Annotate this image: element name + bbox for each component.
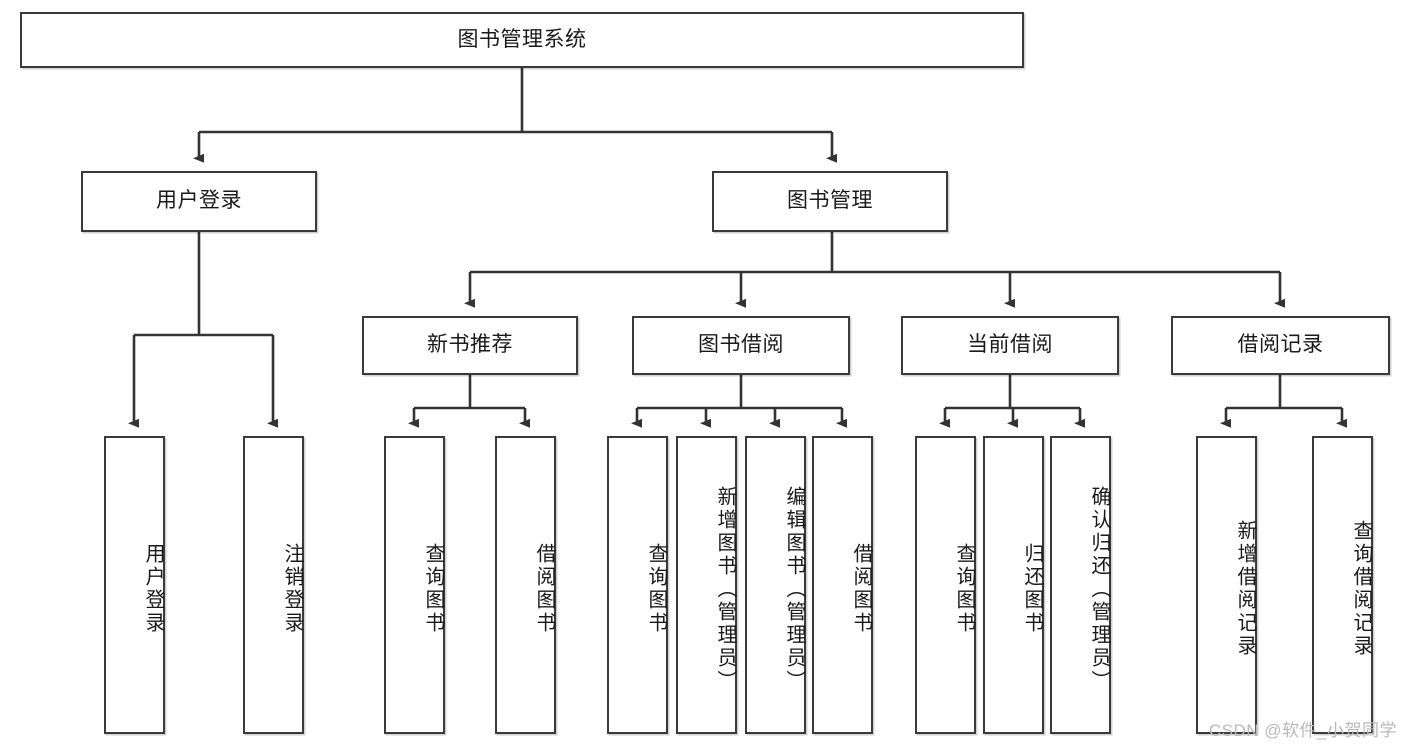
node-label-leaf-currentborrow-query: 查询图书 — [953, 543, 975, 635]
node-label-user-login: 用户登录 — [156, 189, 242, 213]
node-label-leaf-bookborrow-edit: 编辑图书（管理员） — [783, 485, 805, 693]
node-leaf-user-login-login[interactable]: 用户登录 — [104, 436, 165, 734]
node-current-borrow[interactable]: 当前借阅 — [901, 316, 1119, 375]
node-leaf-newbook-borrow[interactable]: 借阅图书 — [495, 436, 556, 734]
node-label-leaf-user-login-logout: 注销登录 — [281, 543, 303, 635]
node-leaf-newbook-query[interactable]: 查询图书 — [384, 436, 445, 734]
node-user-login[interactable]: 用户登录 — [81, 171, 317, 232]
node-label-book-management: 图书管理 — [787, 189, 873, 213]
node-leaf-bookborrow-query[interactable]: 查询图书 — [607, 436, 668, 734]
node-label-leaf-newbook-borrow: 借阅图书 — [533, 543, 555, 635]
node-leaf-currentborrow-confirm[interactable]: 确认归还（管理员） — [1050, 436, 1111, 734]
node-label-current-borrow: 当前借阅 — [967, 333, 1053, 357]
node-label-leaf-borrowrecord-add: 新增借阅记录 — [1234, 520, 1256, 658]
node-leaf-borrowrecord-add[interactable]: 新增借阅记录 — [1196, 436, 1257, 734]
node-label-leaf-bookborrow-query: 查询图书 — [645, 543, 667, 635]
csdn-watermark: CSDN @软件_小贺同学 — [1208, 721, 1397, 740]
node-root-book-management-system[interactable]: 图书管理系统 — [20, 12, 1024, 68]
node-label-leaf-currentborrow-confirm: 确认归还（管理员） — [1088, 485, 1110, 693]
node-label-leaf-currentborrow-return: 归还图书 — [1021, 543, 1043, 635]
node-book-borrow[interactable]: 图书借阅 — [632, 316, 850, 375]
node-borrow-record[interactable]: 借阅记录 — [1171, 316, 1390, 375]
node-leaf-currentborrow-return[interactable]: 归还图书 — [983, 436, 1044, 734]
node-new-book-recommend[interactable]: 新书推荐 — [362, 316, 578, 375]
node-label-leaf-bookborrow-borrow: 借阅图书 — [850, 543, 872, 635]
node-leaf-user-login-logout[interactable]: 注销登录 — [243, 436, 304, 734]
node-label-new-book-recommend: 新书推荐 — [427, 333, 513, 357]
node-leaf-bookborrow-edit[interactable]: 编辑图书（管理员） — [745, 436, 806, 734]
node-label-borrow-record: 借阅记录 — [1237, 333, 1324, 357]
node-label-leaf-bookborrow-add: 新增图书（管理员） — [714, 485, 736, 693]
node-leaf-currentborrow-query[interactable]: 查询图书 — [915, 436, 976, 734]
node-label-book-borrow: 图书借阅 — [698, 333, 784, 357]
node-label-leaf-borrowrecord-query: 查询借阅记录 — [1350, 520, 1372, 658]
node-label-leaf-user-login-login: 用户登录 — [142, 543, 164, 635]
node-leaf-borrowrecord-query[interactable]: 查询借阅记录 — [1312, 436, 1373, 734]
node-label-leaf-newbook-query: 查询图书 — [422, 543, 444, 635]
node-leaf-bookborrow-borrow[interactable]: 借阅图书 — [812, 436, 873, 734]
node-book-management[interactable]: 图书管理 — [712, 171, 948, 232]
node-label-root: 图书管理系统 — [457, 27, 587, 51]
node-leaf-bookborrow-add[interactable]: 新增图书（管理员） — [676, 436, 737, 734]
